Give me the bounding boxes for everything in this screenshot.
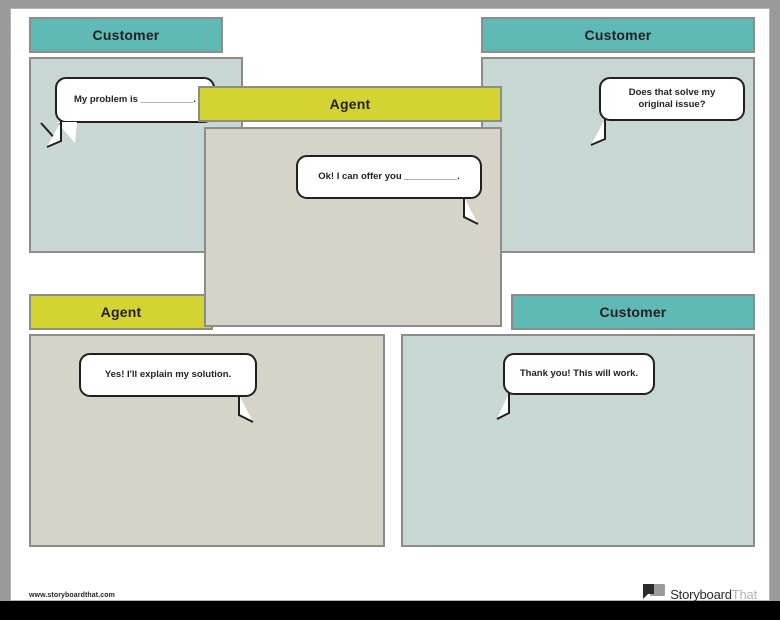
panel-4-header-label: Agent <box>100 304 142 320</box>
panel-5-bubble-tail <box>496 393 529 420</box>
panel-5-header-label: Customer <box>599 304 667 320</box>
panel-2-body[interactable]: Does that solve my original issue? <box>481 57 755 253</box>
panel-5-header[interactable]: Customer <box>511 294 755 330</box>
panel-1-header[interactable]: Customer <box>29 17 223 53</box>
panel-5-body[interactable]: Thank you! This will work. <box>401 334 755 547</box>
panel-2-bubble[interactable]: Does that solve my original issue? <box>599 77 745 121</box>
panel-3-bubble-tail <box>460 197 486 225</box>
panel-1-bubble-text: My problem is __________. <box>74 94 196 106</box>
logo-name-secondary: That <box>731 587 757 602</box>
logo-name-primary: Storyboard <box>670 587 732 602</box>
speech-bubbles-icon <box>643 584 666 605</box>
page-gutter-top <box>0 0 780 8</box>
panel-3-bubble[interactable]: Ok! I can offer you __________. <box>296 155 482 199</box>
storyboard-canvas: Customer My problem is __________. Custo… <box>10 8 770 602</box>
panel-3-body[interactable]: Ok! I can offer you __________. <box>204 127 502 327</box>
panel-1-header-label: Customer <box>92 27 160 43</box>
panel-2-header[interactable]: Customer <box>481 17 755 53</box>
panel-4-body[interactable]: Yes! I'll explain my solution. <box>29 334 385 547</box>
page-gutter-right <box>770 0 780 601</box>
panel-2-header-label: Customer <box>584 27 652 43</box>
panel-3-bubble-text: Ok! I can offer you __________. <box>318 171 460 183</box>
footer-website-url: www.storyboardthat.com <box>29 592 115 599</box>
panel-5-bubble[interactable]: Thank you! This will work. <box>503 353 655 395</box>
panel-1-bubble-tail <box>40 121 81 148</box>
panel-3-header-label: Agent <box>329 96 371 112</box>
panel-1-bubble[interactable]: My problem is __________. <box>55 77 215 123</box>
panel-5-bubble-text: Thank you! This will work. <box>519 368 639 380</box>
panel-4-bubble-tail <box>235 395 261 423</box>
logo-wordmark: StoryboardThat <box>670 587 757 602</box>
panel-4-header[interactable]: Agent <box>29 294 213 330</box>
panel-3-header[interactable]: Agent <box>198 86 502 122</box>
panel-4-bubble-text: Yes! I'll explain my solution. <box>104 369 232 381</box>
panel-2-bubble-text: Does that solve my original issue? <box>628 87 716 110</box>
page-gutter-left <box>0 0 10 601</box>
panel-2-bubble-tail <box>590 119 625 146</box>
panel-4-bubble[interactable]: Yes! I'll explain my solution. <box>79 353 257 397</box>
storyboardthat-logo: StoryboardThat <box>643 584 757 605</box>
